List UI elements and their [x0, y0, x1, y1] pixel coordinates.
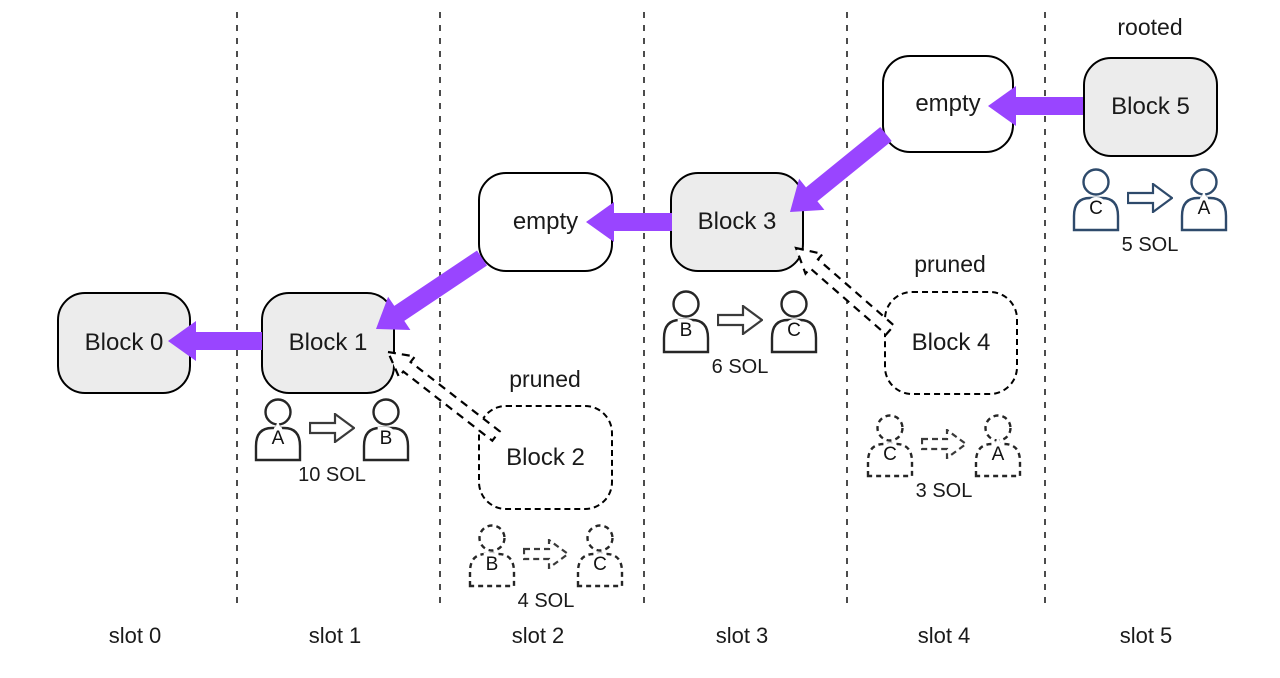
person-letter: C	[883, 444, 897, 465]
block-2-pruned: Block 2	[478, 405, 613, 510]
empty-block-slot2-label: empty	[512, 208, 579, 235]
person-icon: B	[662, 290, 710, 354]
person-letter: B	[486, 554, 499, 575]
block-1: Block 1	[261, 292, 395, 394]
person-icon: A	[974, 414, 1022, 478]
person-icon: A	[254, 398, 302, 462]
transfer-amount: 3 SOL	[915, 480, 973, 502]
person-icon: C	[770, 290, 818, 354]
block-2-label: Block 2	[506, 443, 585, 471]
block-5-label: Block 5	[1111, 93, 1190, 120]
person-icon: C	[1072, 168, 1120, 232]
slot-label-5: slot 5	[1119, 623, 1173, 648]
transfer-amount: 10 SOL	[298, 464, 366, 486]
person-letter: C	[593, 554, 607, 575]
block-4-pruned: Block 4	[884, 291, 1018, 395]
person-letter: A	[1198, 198, 1211, 219]
slot-label-4: slot 4	[917, 623, 971, 648]
block-0-label: Block 0	[84, 329, 164, 356]
person-icon: B	[468, 524, 516, 588]
empty-block-slot4: empty	[882, 55, 1014, 153]
person-letter: C	[787, 320, 801, 341]
transfer-arrow-icon	[921, 429, 967, 459]
slot-label-0: slot 0	[108, 623, 162, 648]
slot-label-1: slot 1	[308, 623, 362, 648]
person-icon: C	[866, 414, 914, 478]
person-letter: A	[272, 428, 285, 449]
person-letter: C	[1089, 198, 1103, 219]
transfer-slot5: C A 5 SOL	[1068, 168, 1232, 257]
empty-block-slot2: empty	[478, 172, 613, 272]
pruned-label-slot4: pruned	[914, 251, 986, 277]
block-5: Block 5	[1083, 57, 1218, 157]
pruned-label-slot2: pruned	[509, 366, 581, 392]
transfer-arrow-icon	[523, 539, 569, 569]
block-4-label: Block 4	[911, 329, 991, 356]
transfer-arrow-icon	[717, 305, 763, 335]
person-letter: A	[992, 444, 1005, 465]
person-icon: B	[362, 398, 410, 462]
block-3-label: Block 3	[697, 208, 777, 235]
rooted-label: rooted	[1117, 14, 1183, 40]
transfer-arrow-icon	[1127, 183, 1173, 213]
transfer-amount: 4 SOL	[517, 590, 575, 612]
transfer-arrow-icon	[309, 413, 355, 443]
block-0: Block 0	[57, 292, 191, 394]
block-1-label: Block 1	[288, 329, 368, 356]
person-letter: B	[680, 320, 693, 341]
transfer-slot3: B C 6 SOL	[658, 290, 822, 379]
person-letter: B	[380, 428, 393, 449]
person-icon: C	[576, 524, 624, 588]
block-3: Block 3	[670, 172, 804, 272]
slot-label-2: slot 2	[511, 623, 565, 648]
transfer-amount: 5 SOL	[1121, 234, 1179, 256]
person-icon: A	[1180, 168, 1228, 232]
empty-block-slot4-label: empty	[915, 90, 981, 117]
transfer-slot2-pruned: B C 4 SOL	[464, 524, 628, 613]
slot-label-3: slot 3	[715, 623, 769, 648]
transfer-slot4-pruned: C A 3 SOL	[862, 414, 1026, 503]
transfer-amount: 6 SOL	[711, 356, 769, 378]
transfer-slot1: A B 10 SOL	[250, 398, 414, 487]
